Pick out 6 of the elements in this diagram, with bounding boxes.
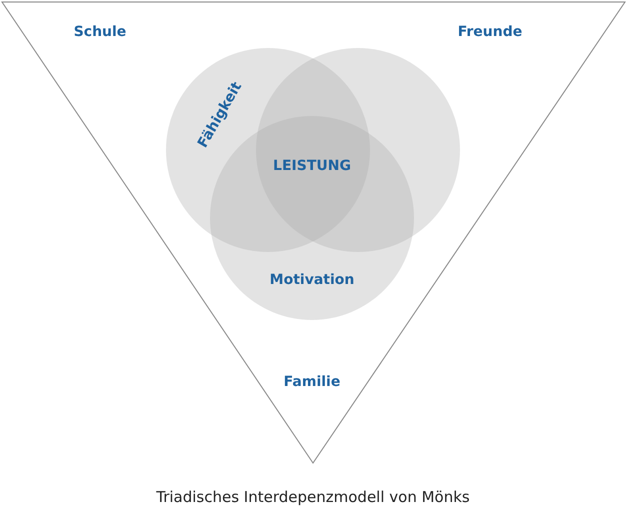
caption: Triadisches Interdepenzmodell von Mönks: [156, 488, 470, 506]
center-label: LEISTUNG: [273, 158, 351, 174]
node-label: Familie: [284, 374, 340, 390]
node-label: Freunde: [458, 24, 522, 40]
node-label: Schule: [74, 24, 126, 40]
node-label: Motivation: [270, 272, 354, 288]
